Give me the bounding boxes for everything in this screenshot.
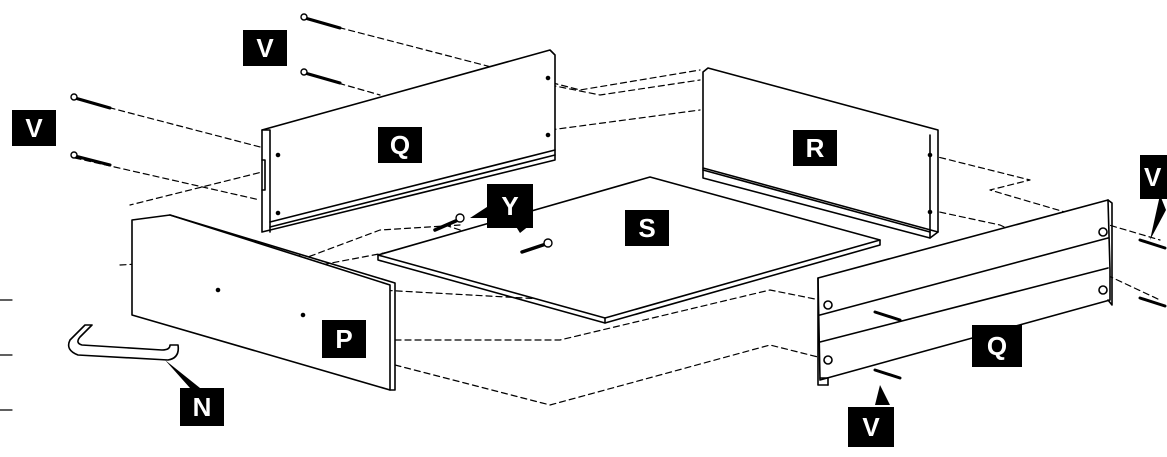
screw (303, 16, 342, 30)
part-label-s: S (625, 210, 669, 246)
part-label-v: V (848, 407, 894, 447)
screw (873, 368, 902, 380)
screw (520, 242, 548, 254)
screw (303, 71, 342, 85)
part-label-q: Q (378, 127, 422, 163)
screw (1138, 296, 1167, 308)
part-label-v: V (243, 30, 287, 66)
screw (873, 310, 902, 322)
part-label-v: V (1140, 155, 1167, 199)
margin-ticks (0, 299, 13, 411)
side-panel-q (817, 199, 1113, 386)
screw (433, 218, 460, 232)
bottom-panel-s (377, 176, 881, 324)
part-label-p: P (322, 320, 366, 358)
part-label-v: V (12, 110, 56, 146)
front-panel-p (131, 214, 396, 391)
screws (70, 13, 1167, 380)
screw (73, 96, 112, 110)
part-label-q: Q (972, 325, 1022, 367)
part-label-y: Y (487, 184, 533, 228)
handle-n (67, 324, 180, 361)
part-label-r: R (793, 130, 837, 166)
screw (73, 154, 112, 167)
part-label-n: N (180, 388, 224, 426)
screw (1138, 238, 1167, 250)
